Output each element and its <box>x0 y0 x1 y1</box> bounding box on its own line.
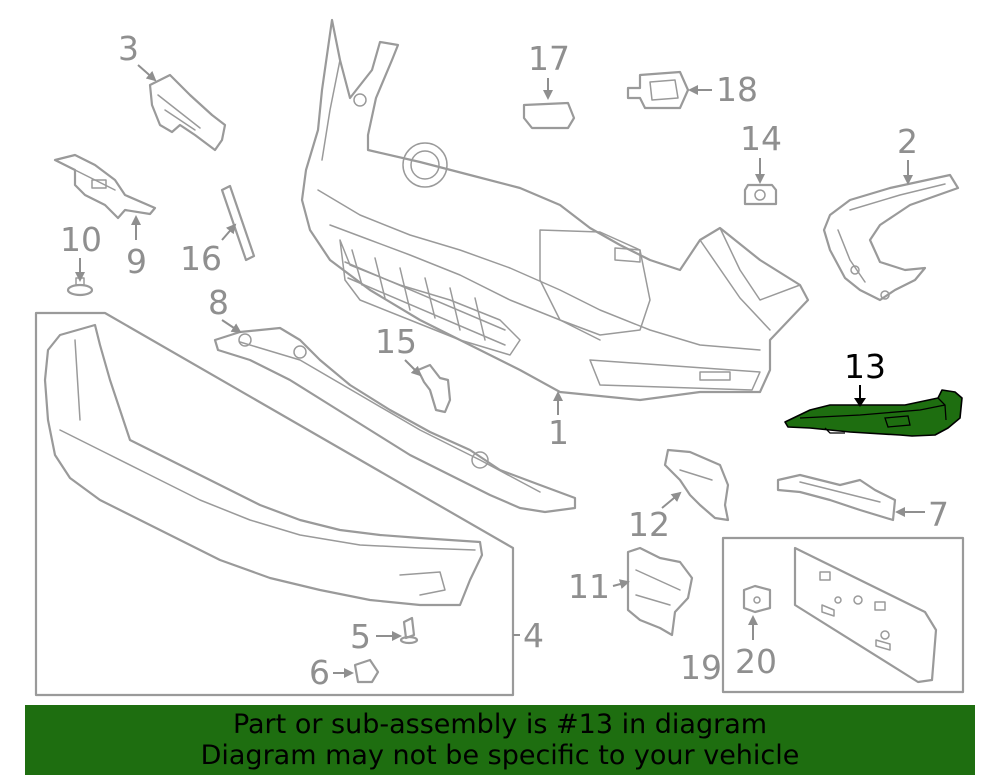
callout-5: 5 <box>350 617 371 656</box>
callout-6: 6 <box>309 653 330 692</box>
callout-11: 11 <box>568 567 610 606</box>
part-18-bezel[interactable] <box>626 70 690 110</box>
part-3-bracket[interactable] <box>148 73 227 152</box>
callout-8: 8 <box>208 283 229 322</box>
part-12-bracket[interactable] <box>663 448 730 522</box>
callout-7: 7 <box>928 495 949 534</box>
part-7-bracket[interactable] <box>776 473 897 522</box>
part-5-bolt[interactable] <box>399 616 419 645</box>
part-14-sensor[interactable] <box>743 183 778 206</box>
part-9-bracket[interactable] <box>53 153 157 220</box>
callout-14: 14 <box>740 119 782 158</box>
part-10-clip[interactable] <box>66 277 94 297</box>
part-20-nut[interactable] <box>742 584 772 614</box>
notice-banner: Part or sub-assembly is #13 in diagram D… <box>25 705 975 775</box>
part-16-strip[interactable] <box>220 184 256 262</box>
part-4-lower-cover-frame[interactable] <box>34 311 515 697</box>
callout-12: 12 <box>628 505 670 544</box>
part-13-highlighted[interactable] <box>784 389 963 437</box>
part-19-plate-bracket-box[interactable] <box>721 536 965 694</box>
part-11-bracket[interactable] <box>626 546 694 637</box>
leader-lines <box>75 64 925 678</box>
callout-19: 19 <box>680 648 722 687</box>
callout-10: 10 <box>60 220 102 259</box>
part-1-bumper-cover[interactable] <box>300 18 810 402</box>
part-15-bracket[interactable] <box>416 363 452 414</box>
callout-16: 16 <box>180 239 222 278</box>
banner-line-2: Diagram may not be specific to your vehi… <box>200 740 800 771</box>
callout-15: 15 <box>375 322 417 361</box>
callout-17: 17 <box>528 39 570 78</box>
part-17-cap[interactable] <box>522 101 576 130</box>
callout-18: 18 <box>716 70 758 109</box>
callout-2: 2 <box>897 122 918 161</box>
callout-1: 1 <box>548 413 569 452</box>
callout-9: 9 <box>126 242 147 281</box>
callout-4: 4 <box>523 616 544 655</box>
part-6-clip[interactable] <box>353 658 380 684</box>
part-8-absorber[interactable] <box>213 326 577 514</box>
callout-3: 3 <box>118 29 139 68</box>
part-2-bracket[interactable] <box>822 173 960 302</box>
callout-20: 20 <box>735 642 777 681</box>
callout-13: 13 <box>844 347 886 386</box>
banner-line-1: Part or sub-assembly is #13 in diagram <box>232 709 768 740</box>
